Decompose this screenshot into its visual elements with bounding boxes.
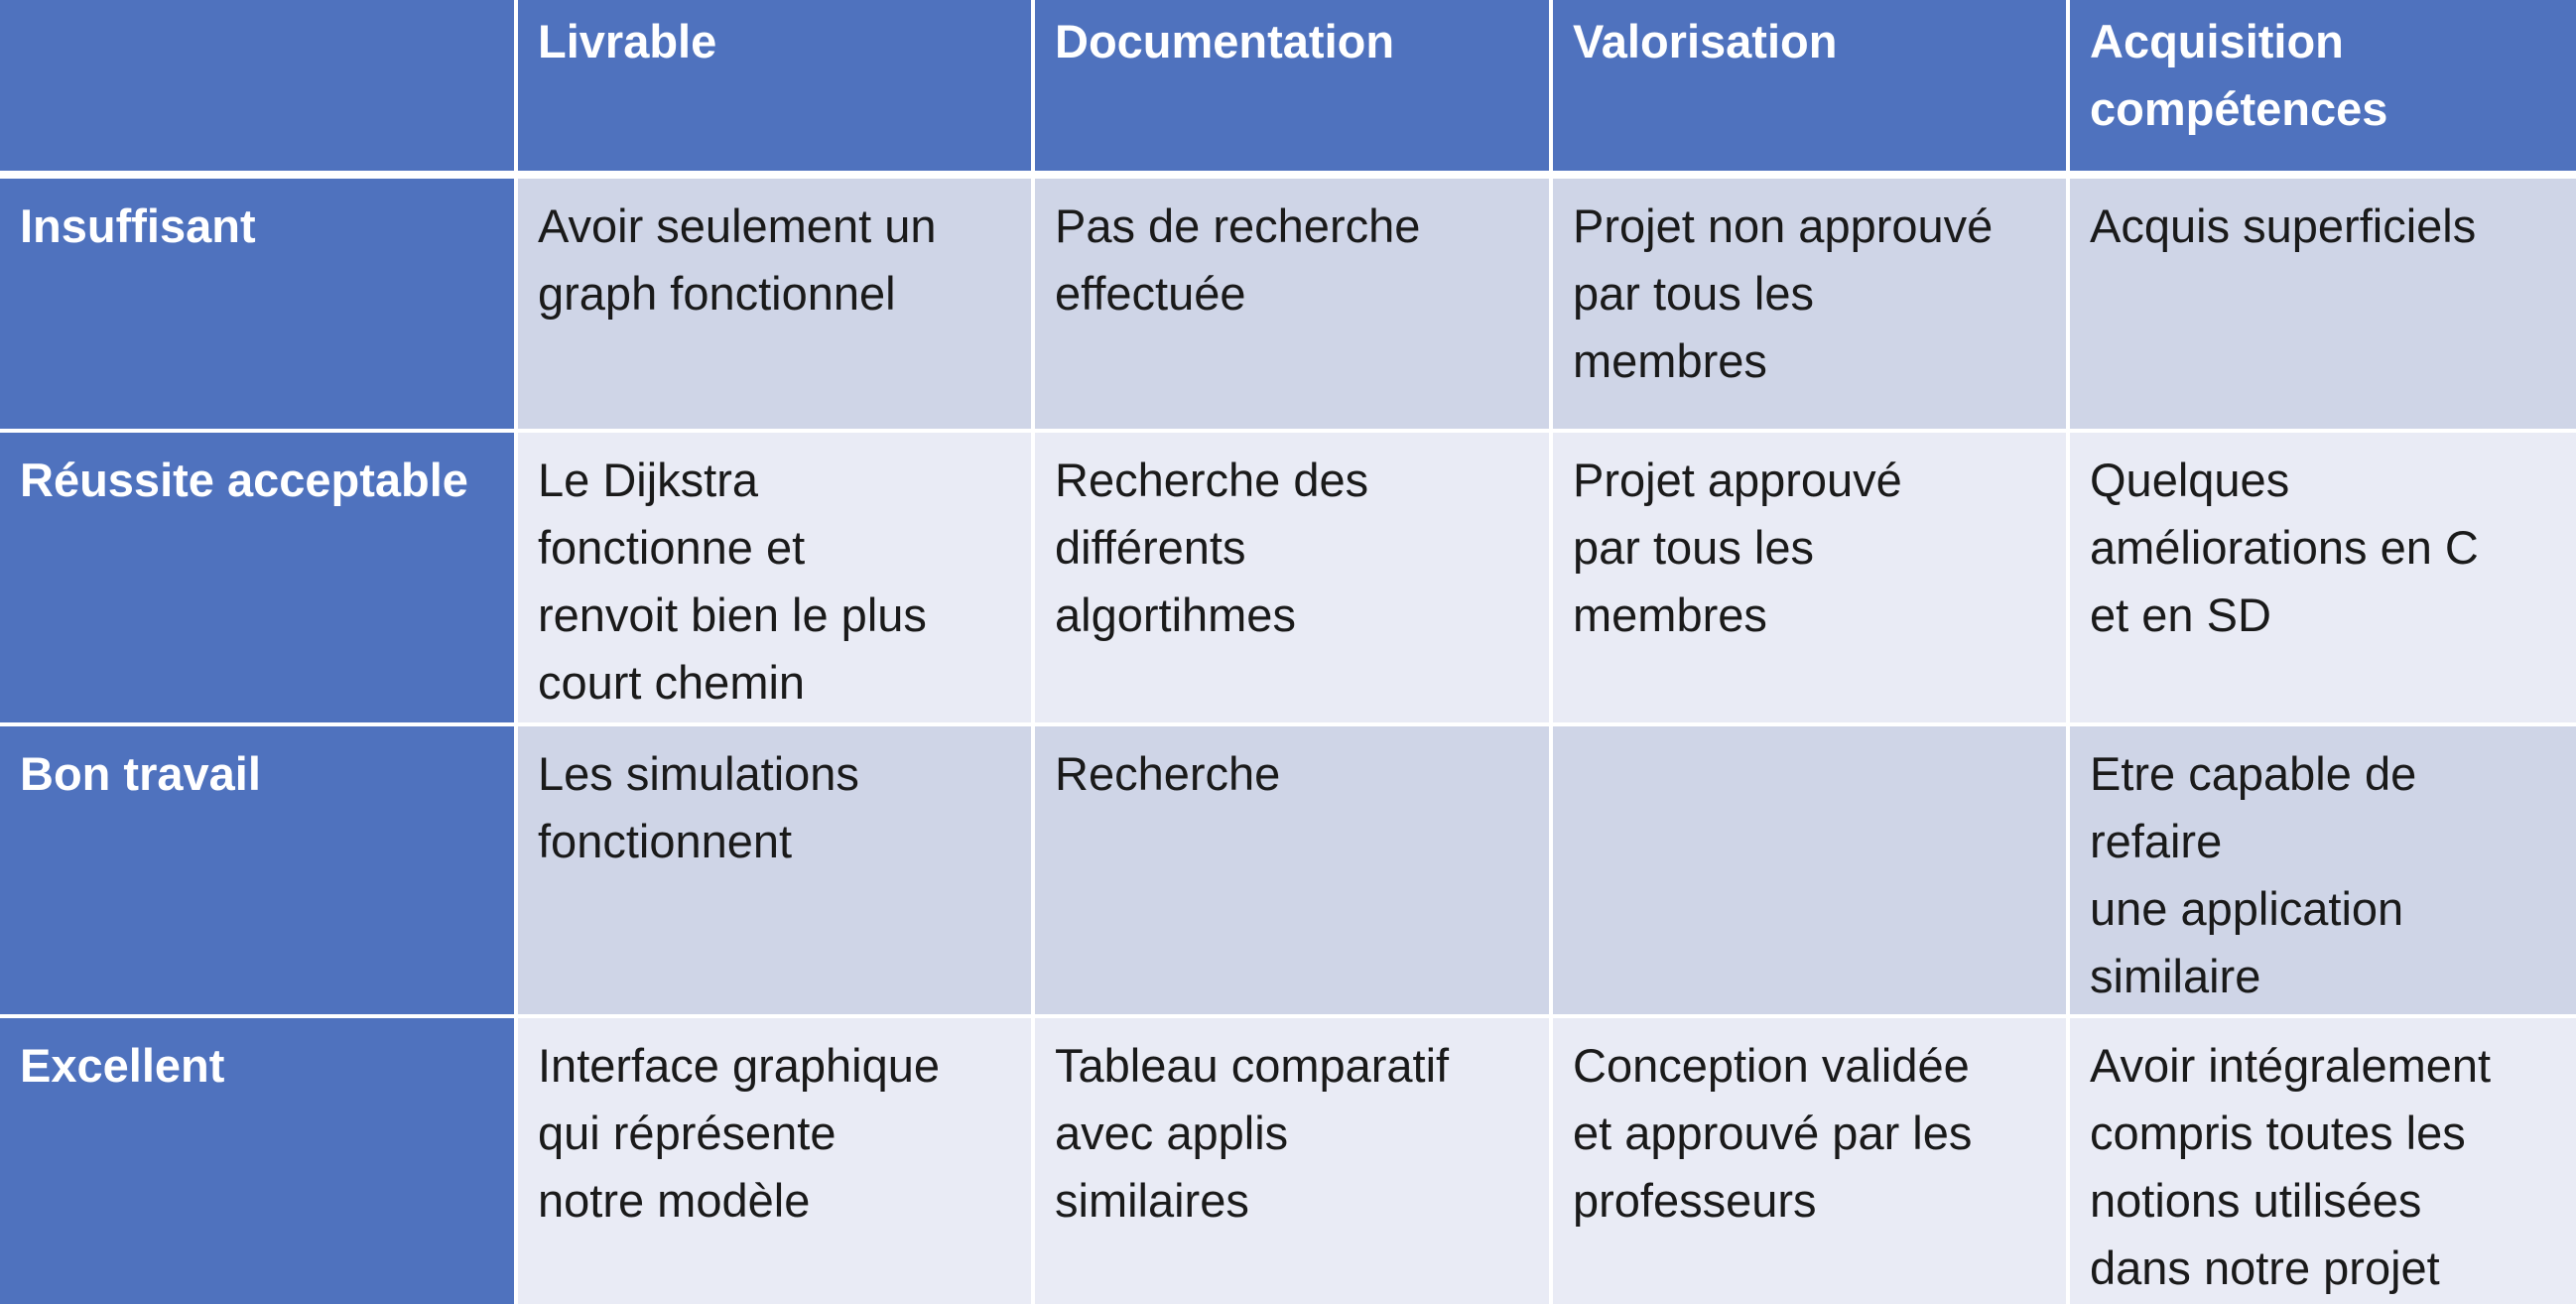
table-cell: Pas de recherche effectuée [1033,175,1553,433]
column-header-acquisition-competences: Acquisition compétences [2068,0,2576,179]
column-header-livrable: Livrable [516,0,1035,179]
table-cell: Les simulations fonctionnent [516,724,1035,1018]
table-cell: Acquis superficiels [2068,175,2576,433]
table-cell: Avoir intégralement compris toutes les n… [2068,1016,2576,1304]
row-header-reussite-acceptable: Réussite acceptable [0,431,518,726]
table-cell: Etre capable de refaire une application … [2068,724,2576,1018]
table-cell: Avoir seulement un graph fonctionnel [516,175,1035,433]
table-header-row: Livrable Documentation Valorisation Acqu… [0,0,2576,179]
row-header-excellent: Excellent [0,1016,518,1304]
table-cell: Quelques améliorations en C et en SD [2068,431,2576,726]
table-row: Réussite acceptable Le Dijkstra fonction… [0,431,2576,726]
table-row: Insuffisant Avoir seulement un graph fon… [0,175,2576,433]
table-row: Bon travail Les simulations fonctionnent… [0,724,2576,1018]
table-cell: Recherche des différents algortihmes [1033,431,1553,726]
table-cell: Tableau comparatif avec applis similaire… [1033,1016,1553,1304]
table-cell: Le Dijkstra fonctionne et renvoit bien l… [516,431,1035,726]
column-header-documentation: Documentation [1033,0,1553,179]
table-row: Excellent Interface graphique qui réprés… [0,1016,2576,1304]
table-cell: Interface graphique qui réprésente notre… [516,1016,1035,1304]
header-corner-cell [0,0,518,179]
table-cell: Projet non approuvé par tous les membres [1551,175,2070,433]
table-cell: Recherche [1033,724,1553,1018]
column-header-valorisation: Valorisation [1551,0,2070,179]
table-cell: Conception validée et approuvé par les p… [1551,1016,2070,1304]
row-header-bon-travail: Bon travail [0,724,518,1018]
row-header-insuffisant: Insuffisant [0,175,518,433]
table-cell: Projet approuvé par tous les membres [1551,431,2070,726]
table-cell [1551,724,2070,1018]
